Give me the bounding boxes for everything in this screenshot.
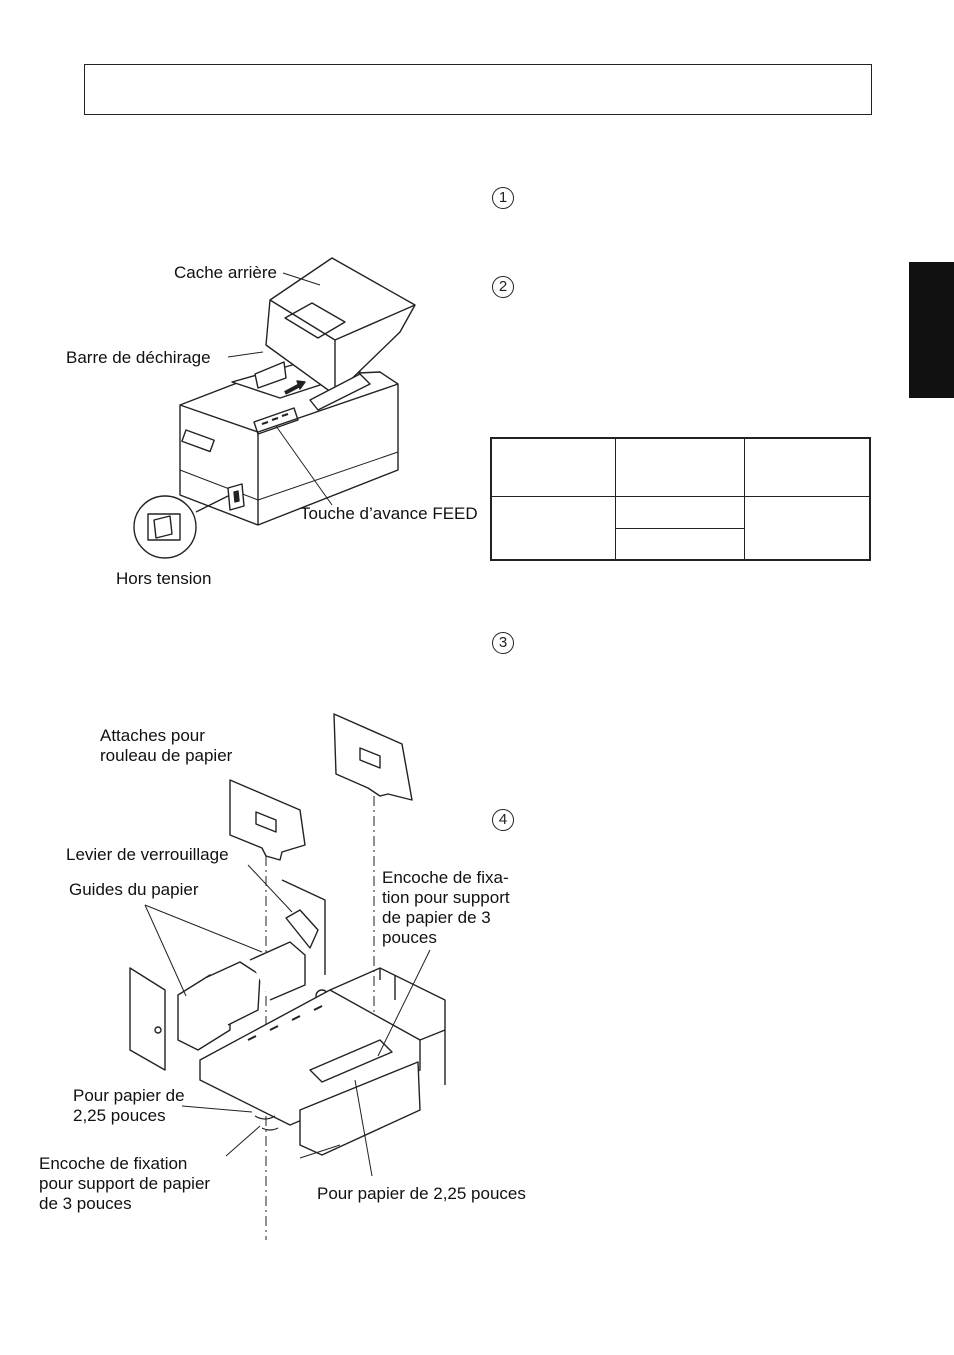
label-notch-left: Encoche de fixation pour support de papi…	[39, 1154, 211, 1213]
label-paper-guides: Guides du papier	[69, 880, 199, 899]
section-tab	[909, 262, 954, 398]
page-title-box	[84, 64, 872, 115]
table-cell-r1c1	[490, 495, 616, 561]
step-marker-2: 2	[492, 276, 514, 298]
label-paper-225-right: Pour papier de 2,25 pouces	[317, 1184, 526, 1203]
label-feed-key: Touche d’avance FEED	[300, 504, 478, 523]
label-tear-bar: Barre de déchirage	[66, 348, 211, 367]
label-power-off: Hors tension	[116, 569, 212, 588]
table-cell-r1c3	[744, 495, 871, 561]
label-paper-225-left: Pour papier de 2,25 pouces	[73, 1086, 185, 1125]
label-lock-lever: Levier de verrouillage	[66, 845, 229, 864]
label-notch-right: Encoche de fixa- tion pour support de pa…	[382, 868, 510, 947]
step-marker-1: 1	[492, 187, 514, 209]
table-header-cell-1	[490, 437, 616, 497]
step-marker-3: 3	[492, 632, 514, 654]
label-roll-clips: Attaches pour rouleau de papier	[100, 726, 233, 765]
table-cell-r1c2b	[615, 527, 745, 561]
label-rear-cover: Cache arrière	[174, 263, 277, 282]
paper-spec-table	[490, 437, 871, 561]
step-marker-4: 4	[492, 809, 514, 831]
